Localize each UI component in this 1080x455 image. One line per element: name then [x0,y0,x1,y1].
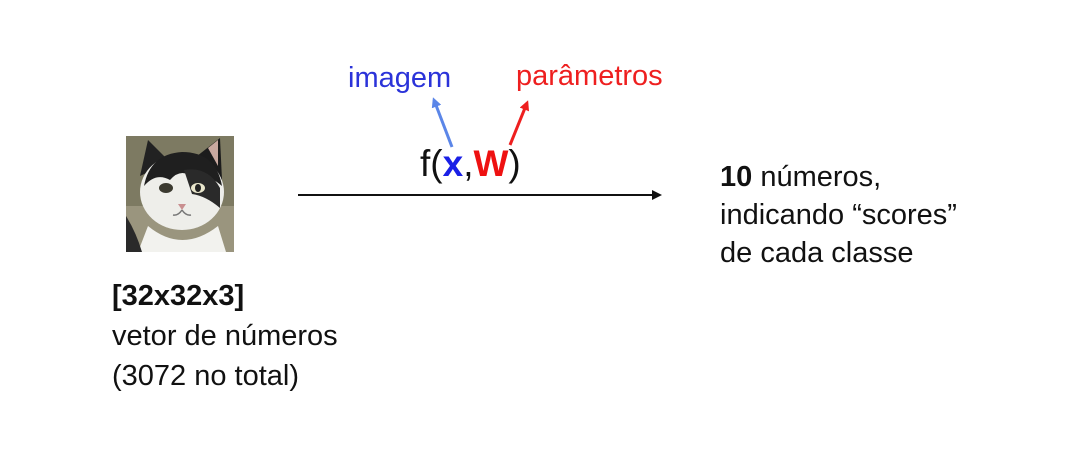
w-variable: W [473,143,509,184]
parametros-label: parâmetros [516,60,663,92]
imagem-arrow [431,97,454,148]
output-line-3: de cada classe [720,237,914,269]
function-expression: f(x,W) [420,142,521,186]
output-line-2: indicando “scores” [720,199,957,231]
cat-image [126,136,234,252]
output-count: 10 [720,161,753,193]
x-variable: x [442,143,464,184]
function-suffix: ) [508,143,521,184]
output-line-1: 10 números, [720,158,957,196]
imagem-label: imagem [348,62,452,94]
function-comma: , [463,143,474,184]
input-dimensions: [32x32x3] [112,280,245,312]
parametros-arrow [508,100,530,146]
function-prefix: f( [420,143,443,184]
input-description: [32x32x3] vetor de números (3072 no tota… [112,276,338,396]
output-description: 10 números, indicando “scores” de cada c… [720,158,957,272]
input-total-text: (3072 no total) [112,360,300,392]
input-vector-text: vetor de números [112,320,338,352]
output-line-1-rest: números, [752,161,882,193]
